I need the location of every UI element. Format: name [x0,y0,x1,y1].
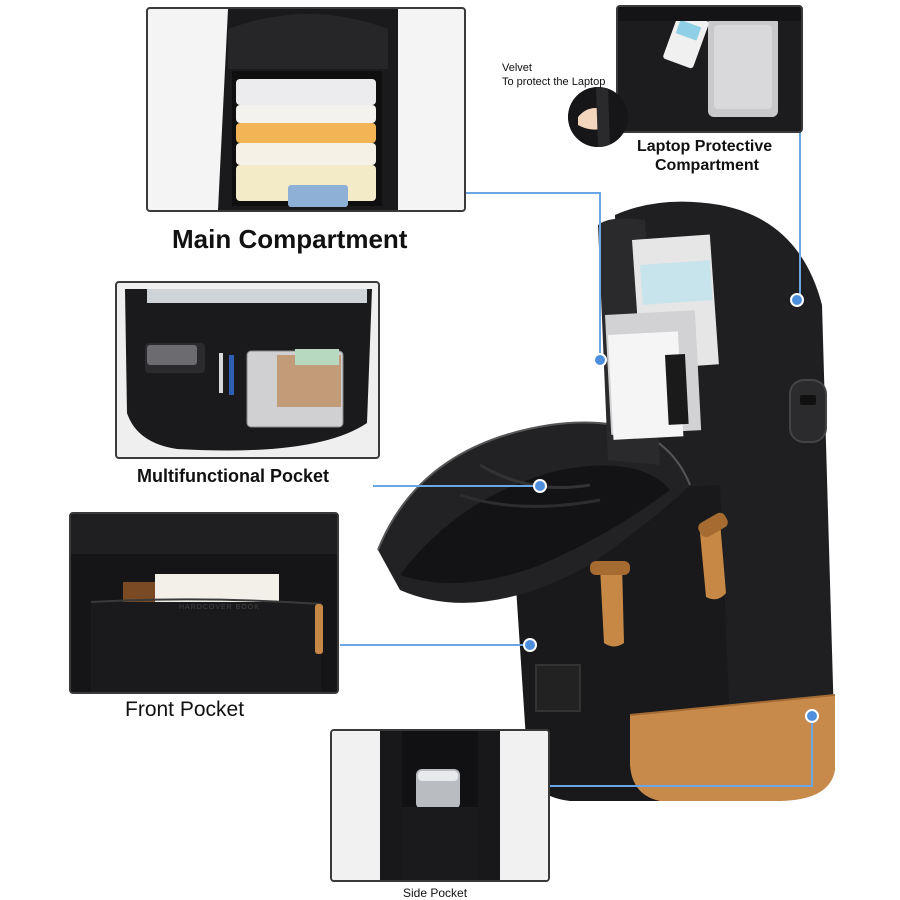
multifunctional-pocket-photo [125,289,372,451]
laptop-compartment-inset [616,5,803,133]
front-pocket-label: Front Pocket [125,698,245,721]
laptop-compartment-label-line2: Compartment [655,157,760,174]
laptop-compartment-photo [618,7,801,131]
side-pocket-label: Side Pocket [403,886,468,900]
laptop-compartment-label-line1: Laptop Protective [637,138,773,155]
main-compartment-label: Main Compartment [172,224,408,254]
multifunctional-pocket-inset [115,281,380,459]
velvet-label-line1: Velvet [502,62,532,74]
multifunctional-pocket-label: Multifunctional Pocket [137,466,330,486]
main-compartment-inset [146,7,466,212]
front-pocket-inset: HARDCOVER BOOK [69,512,339,694]
book-title: HARDCOVER BOOK [179,604,260,611]
front-pocket-photo [71,514,337,692]
side-pocket-inset [330,729,550,882]
side-pocket-photo [332,731,548,880]
main-compartment-photo [218,9,398,210]
velvet-detail-circle [568,87,628,147]
backpack-illustration [377,201,836,801]
velvet-label-line2: To protect the Laptop [502,76,606,88]
